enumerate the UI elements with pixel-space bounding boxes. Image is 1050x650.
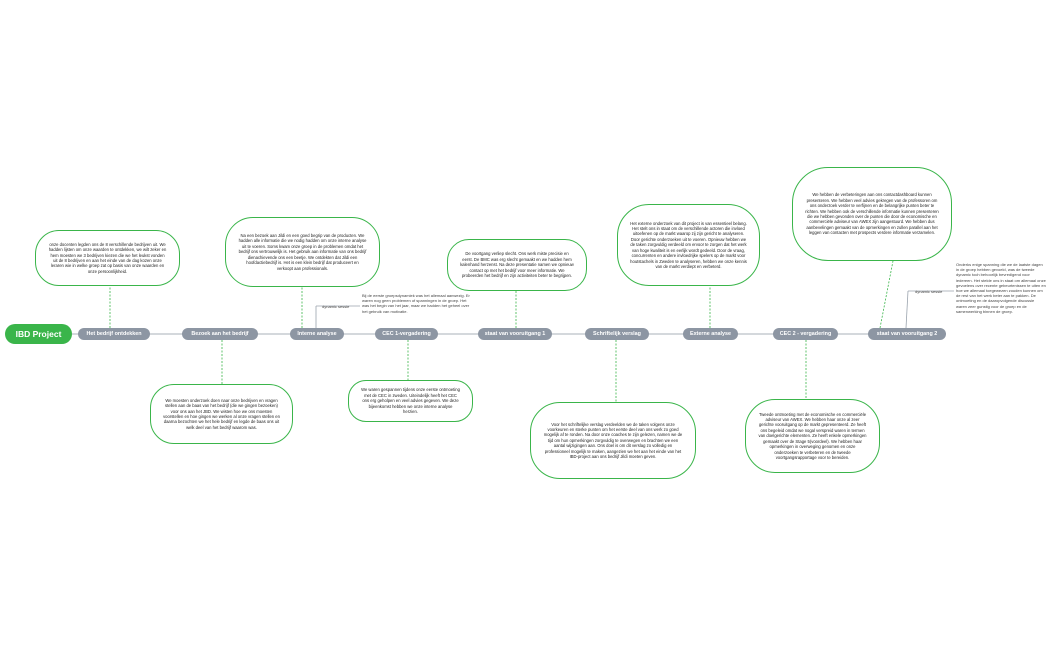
topic-bezoek-aan-het-bedrijf[interactable]: Bezoek aan het bedrijf <box>182 328 258 340</box>
dynamic-sessie-label-vooruitgang-2: dynamic sessie <box>915 289 943 294</box>
root-topic[interactable]: IBD Project <box>5 324 72 344</box>
detail-bubble-staat-van-vooruitgang-2[interactable]: We hebben de verbeteringen aan ons conta… <box>792 167 952 261</box>
dynamic-sessie-note-interne-analyse: Bij de eerste groepsdynamiek was het all… <box>362 293 470 314</box>
topic-staat-van-vooruitgang-2[interactable]: staat van vooruitgang 2 <box>868 328 946 340</box>
detail-bubble-cec-1-vergadering[interactable]: We waren gespannen tijdens onze eerste o… <box>348 380 473 422</box>
detail-bubble-bezoek-aan-het-bedrijf[interactable]: We moesten onderzoek doen naar onze bedr… <box>150 384 293 444</box>
topic-externe-analyse[interactable]: Externe analyse <box>683 328 738 340</box>
detail-bubble-interne-analyse[interactable]: Na een bezoek aan Jildi en een goed begr… <box>225 217 380 287</box>
topic-cec-1-vergadering[interactable]: CEC 1-vergadering <box>375 328 438 340</box>
tagline-vooruitgang-2-v <box>905 290 909 329</box>
topic-interne-analyse[interactable]: Interne analyse <box>290 328 344 340</box>
dynamic-sessie-note-vooruitgang-2: Onderks enige spanning die we de laatste… <box>956 262 1046 314</box>
topic-cec-2-vergadering[interactable]: CEC 2 - vergadering <box>773 328 838 340</box>
detail-bubble-cec-2-vergadering[interactable]: Tweede ontmoeting met de economische en … <box>745 399 880 473</box>
topic-het-bedrijf-ontdekken[interactable]: Het bedrijf ontdekken <box>78 328 150 340</box>
topic-staat-van-vooruitgang-1[interactable]: staat van vooruitgang 1 <box>478 328 552 340</box>
topic-schriftelijk-verslag[interactable]: Schriftelijk verslag <box>585 328 649 340</box>
dynamic-sessie-label-interne-analyse: dynamic sessie <box>322 304 350 309</box>
detail-bubble-het-bedrijf-ontdekken[interactable]: onze docenten legden ons de 8 verschille… <box>35 230 180 286</box>
detail-bubble-staat-van-vooruitgang-1[interactable]: De voortgang verliep slecht. Ons werk mi… <box>447 239 587 291</box>
link-staat-van-vooruitgang-2 <box>879 260 894 329</box>
detail-bubble-schriftelijk-verslag[interactable]: Voor het schriftelijke verslag verdeelde… <box>530 402 696 479</box>
detail-bubble-externe-analyse[interactable]: Het externe onderzoek van dit project is… <box>617 204 760 286</box>
